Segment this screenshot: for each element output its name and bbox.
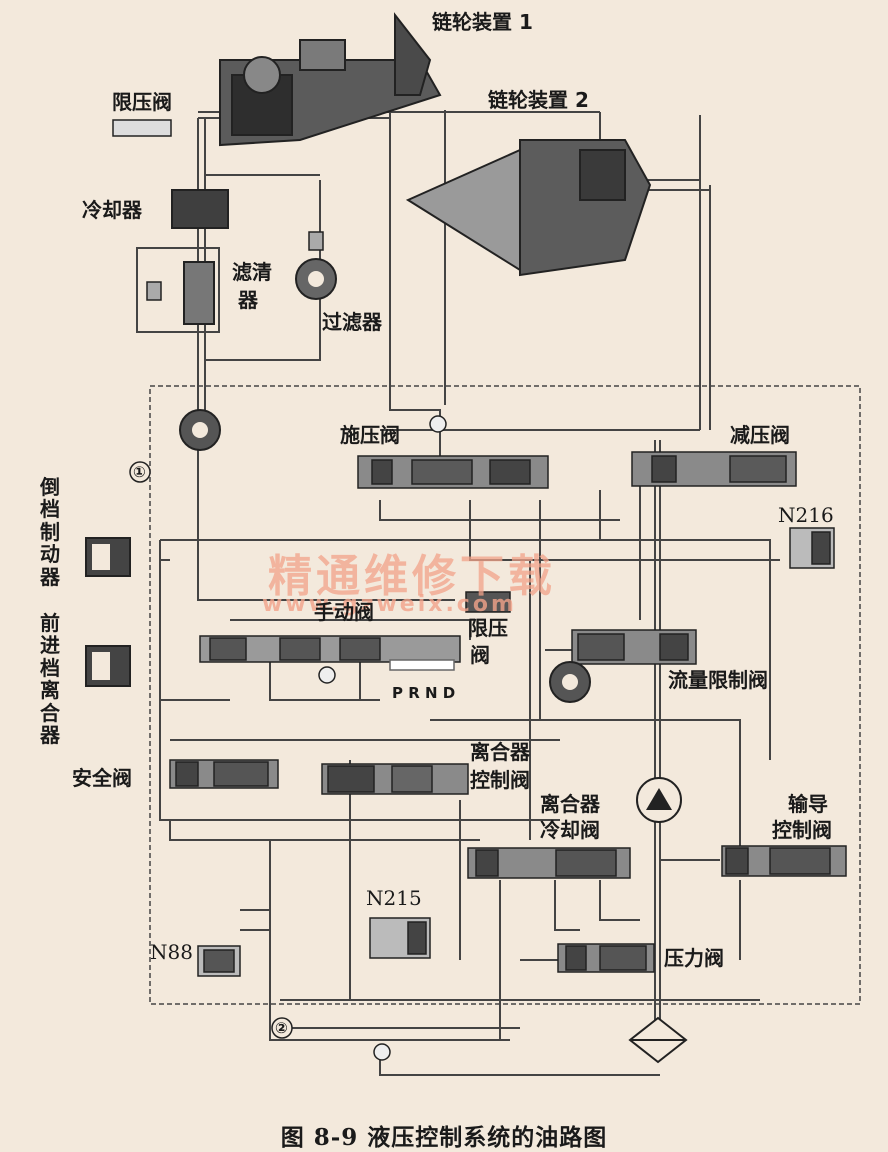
label-clutch-cooling-line1: 离合器 bbox=[540, 792, 600, 816]
watermark-url: www.gzweix.com bbox=[262, 592, 517, 617]
label-marker-2: ② bbox=[275, 1019, 288, 1037]
filter-element bbox=[183, 261, 215, 325]
label-sprocket-1: 链轮装置 1 bbox=[432, 10, 533, 34]
label-cooler: 冷却器 bbox=[82, 198, 142, 222]
label-gear-positions: P R N D bbox=[392, 684, 456, 702]
label-pilot-control-line1: 输导 bbox=[788, 792, 828, 816]
label-pressure-valve: 压力阀 bbox=[664, 946, 724, 970]
label-manual-valve: 手动阀 bbox=[314, 600, 374, 624]
label-filter-line1: 滤清 bbox=[232, 260, 272, 284]
sprocket-assembly-2 bbox=[405, 139, 652, 277]
pilot-control-valve-body bbox=[721, 845, 847, 877]
safety-valve-body bbox=[169, 759, 279, 789]
watermark-text: 精通维修下载 bbox=[268, 551, 556, 602]
label-filter-line2: 器 bbox=[238, 288, 258, 312]
label-reducing-valve: 减压阀 bbox=[730, 423, 790, 447]
check-valve-bottom bbox=[373, 1043, 391, 1061]
pressure-valve-body bbox=[557, 943, 655, 973]
marker-2-circle bbox=[271, 1017, 293, 1039]
cooler-block bbox=[171, 189, 229, 229]
label-clutch-cooling-line2: 冷却阀 bbox=[540, 818, 600, 842]
clutch-cooling-valve-body bbox=[467, 847, 631, 879]
label-strainer: 过滤器 bbox=[322, 310, 382, 334]
pressure-gauge bbox=[429, 415, 447, 433]
label-n215: N215 bbox=[366, 886, 422, 910]
label-sprocket-2: 链轮装置 2 bbox=[488, 88, 589, 112]
apply-valve-body bbox=[357, 455, 549, 489]
label-apply-valve: 施压阀 bbox=[340, 423, 400, 447]
manual-valve-body bbox=[199, 635, 461, 671]
label-limit-valve-mid-line1: 限压 bbox=[468, 616, 508, 640]
label-reverse-brake: 倒档制动器 bbox=[40, 475, 60, 589]
label-forward-clutch: 前进档离合器 bbox=[40, 611, 60, 747]
n216-solenoid bbox=[789, 527, 835, 569]
label-n88: N88 bbox=[150, 940, 193, 964]
filter-enclosure bbox=[136, 247, 220, 333]
label-pilot-control-line2: 控制阀 bbox=[772, 818, 832, 842]
label-clutch-control-line1: 离合器 bbox=[470, 740, 530, 764]
label-marker-1: ① bbox=[133, 463, 146, 481]
label-limit-valve-mid-line2: 阀 bbox=[470, 643, 490, 667]
clutch-control-valve-body bbox=[321, 763, 469, 795]
limit-valve-top-symbol bbox=[112, 119, 172, 137]
label-flow-limit-valve: 流量限制阀 bbox=[668, 668, 768, 692]
marker-1-circle bbox=[129, 461, 151, 483]
n215-solenoid bbox=[369, 917, 431, 959]
label-clutch-control-line2: 控制阀 bbox=[470, 768, 530, 792]
label-safety-valve: 安全阀 bbox=[72, 766, 132, 790]
label-n216: N216 bbox=[778, 503, 834, 527]
reducing-valve-body bbox=[631, 451, 797, 487]
valve-body-outline bbox=[149, 385, 861, 1005]
sprocket-assembly-1 bbox=[219, 12, 442, 147]
label-limit-valve-top: 限压阀 bbox=[112, 90, 172, 114]
figure-caption: 图 8-9 液压控制系统的油路图 bbox=[280, 1124, 608, 1151]
flow-limit-valve-body bbox=[571, 629, 697, 665]
limit-valve-mid-body bbox=[465, 591, 511, 613]
n88-solenoid bbox=[197, 945, 241, 977]
